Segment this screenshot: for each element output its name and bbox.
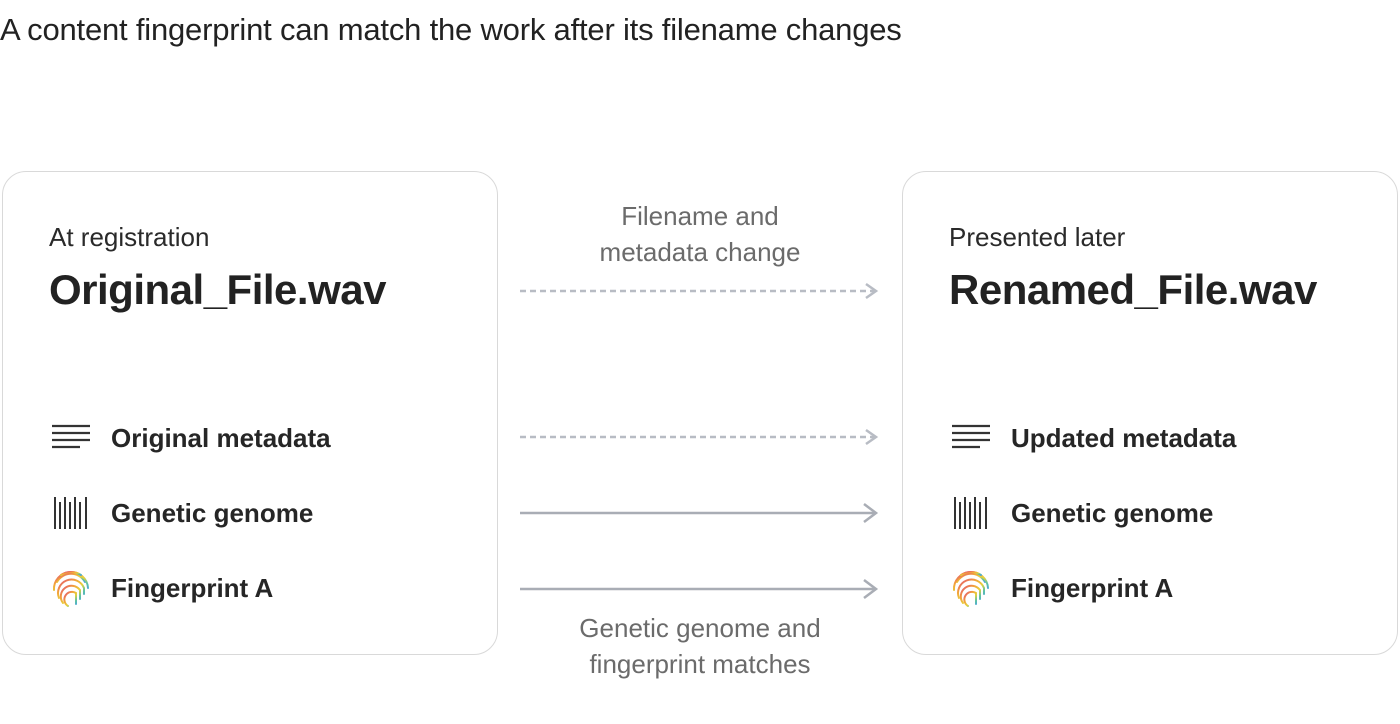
genome-row: Genetic genome bbox=[949, 489, 1213, 537]
metadata-change-arrowhead bbox=[865, 428, 879, 446]
genome-row: Genetic genome bbox=[49, 489, 313, 537]
row-label: Genetic genome bbox=[1011, 497, 1214, 528]
annotation-line: metadata change bbox=[599, 237, 801, 267]
card-label: Presented later bbox=[949, 222, 1126, 252]
fingerprint-icon bbox=[949, 566, 993, 610]
row-label: Genetic genome bbox=[111, 497, 314, 528]
diagram-title: A content fingerprint can match the work… bbox=[0, 12, 902, 47]
barcode-genome-icon bbox=[949, 491, 993, 535]
metadata-lines-icon bbox=[49, 416, 93, 460]
metadata-row: Original metadata bbox=[49, 414, 331, 462]
presented-later-card: Presented later Renamed_File.wav Updated… bbox=[902, 171, 1398, 655]
row-label: Original metadata bbox=[111, 422, 331, 453]
filename-change-arrowhead bbox=[865, 282, 879, 300]
fingerprint-icon bbox=[49, 566, 93, 610]
card-filename: Renamed_File.wav bbox=[949, 266, 1317, 313]
metadata-lines-icon bbox=[949, 416, 993, 460]
match-annotation: Genetic genome and fingerprint matches bbox=[510, 610, 890, 682]
fingerprint-row: Fingerprint A bbox=[949, 564, 1173, 612]
row-label: Fingerprint A bbox=[1011, 572, 1174, 603]
row-label: Fingerprint A bbox=[111, 572, 274, 603]
barcode-genome-icon bbox=[49, 491, 93, 535]
annotation-line: Genetic genome and bbox=[579, 613, 821, 643]
row-label: Updated metadata bbox=[1011, 422, 1237, 453]
genome-match-arrowhead bbox=[863, 503, 879, 523]
fingerprint-match-arrowhead bbox=[863, 579, 879, 599]
metadata-row: Updated metadata bbox=[949, 414, 1236, 462]
fingerprint-row: Fingerprint A bbox=[49, 564, 273, 612]
annotation-line: fingerprint matches bbox=[589, 649, 811, 679]
change-annotation: Filename and metadata change bbox=[510, 198, 890, 270]
annotation-line: Filename and bbox=[621, 201, 779, 231]
card-label: At registration bbox=[49, 222, 210, 252]
registration-card: At registration Original_File.wav Origin… bbox=[2, 171, 498, 655]
card-filename: Original_File.wav bbox=[49, 266, 386, 313]
